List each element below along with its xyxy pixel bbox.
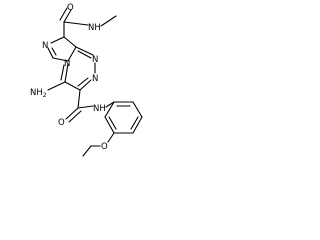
bond-n-bridgehead-to-c4 xyxy=(52,57,69,62)
atom-label-nh2: NH2 xyxy=(30,88,47,99)
bond-nh-to-methyl xyxy=(100,15,117,27)
bond-carbonyl-bottom-to-o xyxy=(65,107,79,120)
bond-c8a-to-n-bridgehead xyxy=(67,46,77,62)
bond-carbonyl-top-to-o-double xyxy=(59,7,68,21)
atom-label-n-triazine-a: N xyxy=(92,55,98,65)
bond-c3-to-c4a xyxy=(64,81,81,91)
bond-carbonyl-bottom-to-o-double xyxy=(68,110,82,123)
bond-c8a-to-n-triazine-a xyxy=(75,46,94,56)
bond-c4-to-n-imidazole-double xyxy=(51,47,57,56)
bond-carbonyl-top-to-o xyxy=(63,9,72,23)
atom-label-nh-methylamide: NH xyxy=(88,23,101,33)
bond-benzene-2-3 xyxy=(132,101,143,118)
chemical-structure-diagram: N O NH N N N NH2 O NH O xyxy=(30,3,143,157)
atom-label-o-carbonyl-bottom: O xyxy=(58,118,65,128)
atom-label-o-carbonyl-top: O xyxy=(67,3,74,13)
nh2-main-text: NH xyxy=(30,88,43,98)
bond-benzene-3-4 xyxy=(132,116,143,134)
atom-label-n-triazine-b: N xyxy=(92,74,98,84)
bond-ch2-to-ch3 xyxy=(82,145,92,157)
bond-carbonyl-bottom-to-nh xyxy=(77,105,94,109)
bond-nh-to-aryl xyxy=(105,101,115,108)
atom-label-nh-anilide: NH xyxy=(93,104,106,114)
bond-c4a-to-n-bridgehead-double xyxy=(60,64,65,81)
bond-benzene-6-1 xyxy=(104,101,115,118)
bond-carbonyl-top-to-nh xyxy=(63,21,89,26)
bond-n-triazine-b-to-c3 xyxy=(79,79,92,91)
bond-benzene-5-6 xyxy=(104,116,115,134)
bond-benzene-to-o-ether xyxy=(107,132,115,143)
bond-benzene-3-4-inner xyxy=(130,116,139,130)
bond-c8a-to-n-triazine-a-double xyxy=(77,50,92,59)
bond-n-imidazole-to-c1 xyxy=(50,36,65,44)
atom-label-n-bridgehead: N xyxy=(64,59,70,69)
bond-c3-to-carbonyl-bottom xyxy=(77,89,81,109)
bond-c4-to-n-imidazole xyxy=(47,47,54,59)
bond-n-triazine-b-to-c3-double xyxy=(77,77,89,87)
bond-c4a-to-n-bridgehead xyxy=(64,63,69,83)
atom-label-n-imidazole: N xyxy=(42,41,48,51)
atom-label-o-ether: O xyxy=(101,142,108,152)
bond-c4a-to-nh2 xyxy=(47,81,66,91)
bond-c1-to-c8a xyxy=(63,36,77,48)
bond-benzene-5-6-inner xyxy=(108,116,117,130)
nh2-subscript-text: 2 xyxy=(43,92,47,99)
